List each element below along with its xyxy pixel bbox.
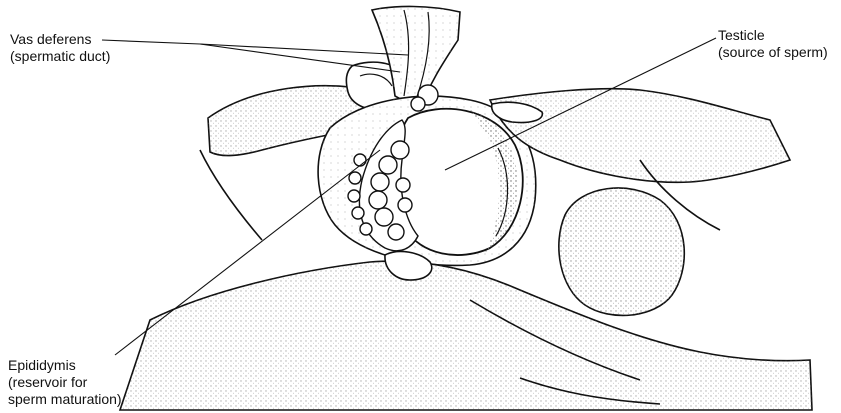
testicle-title: Testicle <box>718 27 828 44</box>
epididymis-title: Epididymis <box>8 357 122 374</box>
testicle-subtitle: (source of sperm) <box>718 44 828 61</box>
label-epididymis: Epididymis (reservoir for sperm maturati… <box>8 357 122 408</box>
epididymis-subtitle: (reservoir for <box>8 374 122 391</box>
vas-deferens-leader <box>102 40 200 44</box>
label-testicle: Testicle (source of sperm) <box>718 27 828 61</box>
vas-deferens-leader-2 <box>200 44 408 55</box>
second-testicle <box>559 188 684 315</box>
lower-hand <box>120 251 812 410</box>
vas-deferens-title: Vas deferens <box>10 31 110 48</box>
label-vas-deferens: Vas deferens (spermatic duct) <box>10 31 110 65</box>
vas-deferens-subtitle: (spermatic duct) <box>10 48 110 65</box>
vas-deferens-leader-3 <box>200 44 400 72</box>
epididymis-subtitle-2: sperm maturation) <box>8 391 122 408</box>
